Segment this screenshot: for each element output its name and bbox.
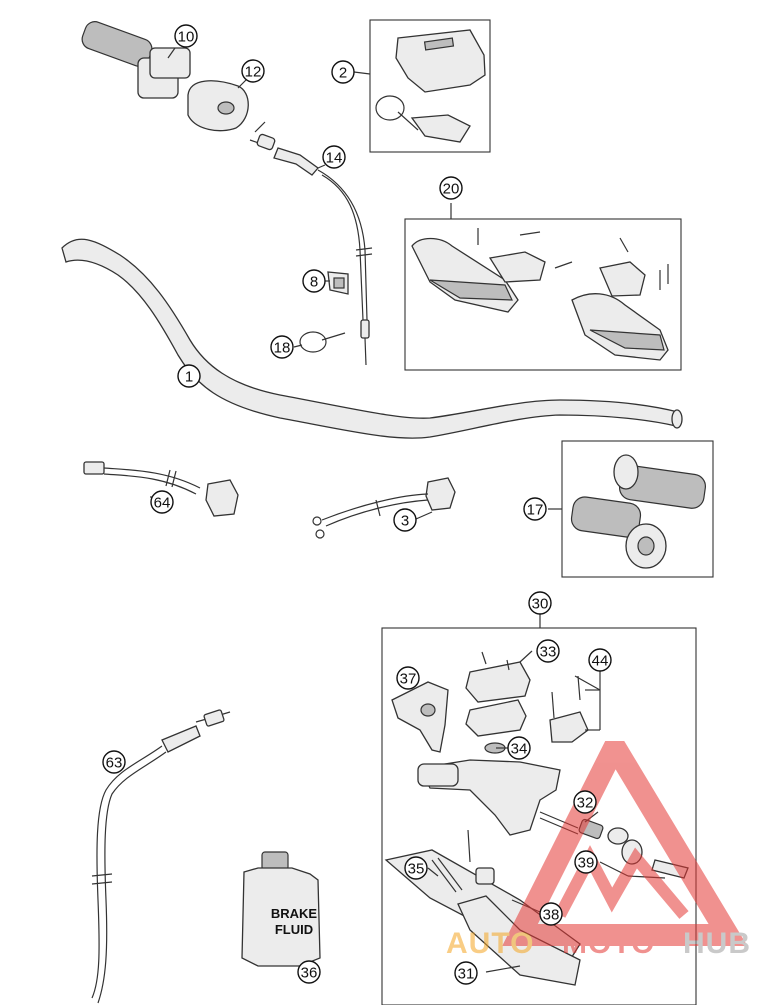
callout-number: 20 bbox=[443, 181, 460, 198]
callout-circle bbox=[404, 856, 428, 880]
callout-31: 31 bbox=[454, 961, 478, 985]
callout-12: 12 bbox=[241, 59, 265, 83]
watermark-moto: MOTO bbox=[562, 927, 655, 960]
callout-number: 37 bbox=[400, 671, 417, 688]
callout-circle bbox=[574, 850, 598, 874]
callout-number: 17 bbox=[527, 502, 544, 519]
callout-circle bbox=[523, 497, 547, 521]
callout-39: 39 bbox=[574, 850, 598, 874]
watermark-auto: AUTO bbox=[446, 927, 534, 960]
bottle-label-line2: FLUID bbox=[275, 922, 313, 937]
callout-38: 38 bbox=[539, 902, 563, 926]
callout-number: 63 bbox=[106, 755, 123, 772]
watermark-hub: HUB bbox=[683, 927, 751, 960]
callout-circle bbox=[396, 666, 420, 690]
callout-35: 35 bbox=[404, 856, 428, 880]
callout-63: 63 bbox=[102, 750, 126, 774]
callout-10: 10 bbox=[174, 24, 198, 48]
box-grips bbox=[561, 440, 714, 578]
callout-number: 10 bbox=[178, 29, 195, 46]
callout-circle bbox=[174, 24, 198, 48]
callout-20: 20 bbox=[439, 176, 463, 200]
callout-number: 31 bbox=[458, 966, 475, 983]
callout-circle bbox=[177, 364, 201, 388]
callout-number: 34 bbox=[511, 741, 528, 758]
switch-wire-64 bbox=[83, 461, 239, 517]
callout-2: 2 bbox=[331, 60, 355, 84]
callout-circle bbox=[297, 960, 321, 984]
callout-circle bbox=[528, 591, 552, 615]
callout-number: 39 bbox=[578, 855, 595, 872]
callout-number: 2 bbox=[339, 65, 347, 82]
callout-circle bbox=[507, 736, 531, 760]
callout-circle bbox=[588, 648, 612, 672]
callout-circle bbox=[393, 508, 417, 532]
callout-number: 35 bbox=[408, 861, 425, 878]
callout-circle bbox=[536, 639, 560, 663]
callout-34: 34 bbox=[507, 736, 531, 760]
callout-number: 64 bbox=[154, 495, 171, 512]
callout-number: 14 bbox=[326, 150, 343, 167]
callout-number: 33 bbox=[540, 644, 557, 661]
callout-number: 30 bbox=[532, 596, 549, 613]
callout-circle bbox=[322, 145, 346, 169]
callout-number: 38 bbox=[543, 907, 560, 924]
handlebar bbox=[61, 238, 683, 439]
throttle-cable bbox=[249, 121, 373, 366]
callout-64: 64 bbox=[150, 490, 174, 514]
callout-circle bbox=[331, 60, 355, 84]
box-hand-guards bbox=[404, 218, 682, 371]
callout-circle bbox=[270, 335, 294, 359]
callout-8: 8 bbox=[302, 269, 326, 293]
callout-number: 3 bbox=[401, 513, 409, 530]
callout-44: 44 bbox=[588, 648, 612, 672]
callout-layer: 10 12 2 14 20 8 18 1 64 3 17 30 33 44 37 34 63 32 35 39 38 36… bbox=[102, 24, 612, 985]
throttle-cover bbox=[187, 80, 249, 132]
callout-30: 30 bbox=[528, 591, 552, 615]
callout-1: 1 bbox=[177, 364, 201, 388]
callout-number: 18 bbox=[274, 340, 291, 357]
callout-17: 17 bbox=[523, 497, 547, 521]
brake-fluid-bottle: BRAKE FLUID bbox=[241, 851, 321, 967]
callout-circle bbox=[439, 176, 463, 200]
callout-33: 33 bbox=[536, 639, 560, 663]
callout-number: 36 bbox=[301, 965, 318, 982]
callout-circle bbox=[150, 490, 174, 514]
throttle-grip bbox=[81, 21, 191, 99]
cable-tie bbox=[299, 331, 346, 353]
cable-clip bbox=[327, 271, 349, 295]
callout-circle bbox=[539, 902, 563, 926]
callout-number: 12 bbox=[245, 64, 262, 81]
callout-14: 14 bbox=[322, 145, 346, 169]
callout-number: 1 bbox=[185, 369, 193, 386]
callout-3: 3 bbox=[393, 508, 417, 532]
callout-number: 8 bbox=[310, 274, 318, 291]
bottle-label-line1: BRAKE bbox=[271, 906, 318, 921]
switch-wire-3 bbox=[312, 477, 456, 539]
callout-circle bbox=[573, 790, 597, 814]
callout-32: 32 bbox=[573, 790, 597, 814]
callout-circle bbox=[454, 961, 478, 985]
box-mounting-parts bbox=[369, 19, 491, 153]
callout-number: 44 bbox=[592, 653, 609, 670]
callout-36: 36 bbox=[297, 960, 321, 984]
callout-18: 18 bbox=[270, 335, 294, 359]
callout-37: 37 bbox=[396, 666, 420, 690]
brake-hose bbox=[91, 709, 231, 1004]
callout-circle bbox=[241, 59, 265, 83]
callout-circle bbox=[102, 750, 126, 774]
box-brake-master bbox=[381, 612, 697, 1005]
callout-circle bbox=[302, 269, 326, 293]
callout-number: 32 bbox=[577, 795, 594, 812]
